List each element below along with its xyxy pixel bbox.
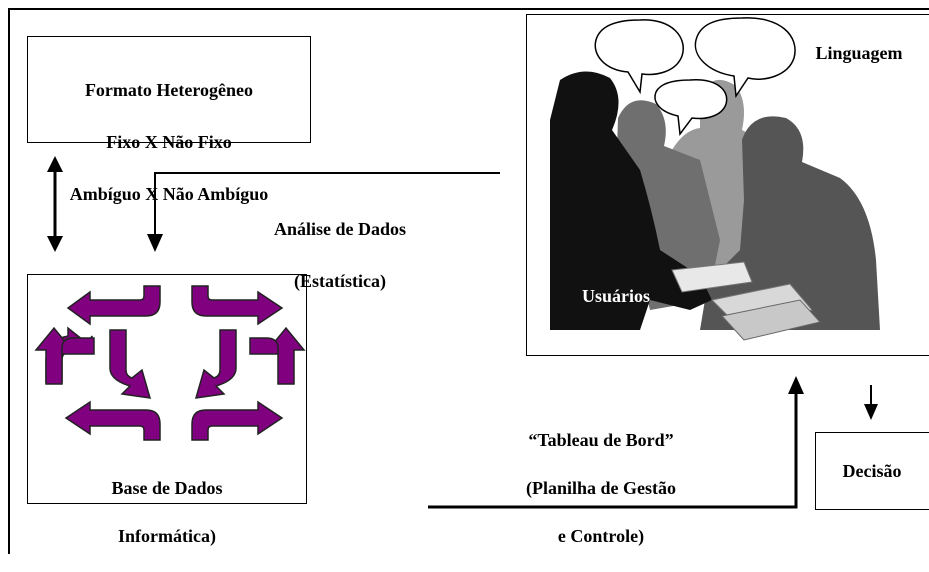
database-line-2: Informática) xyxy=(118,526,216,546)
language-label: Linguagem xyxy=(815,43,903,63)
circulating-arrows xyxy=(34,285,306,441)
analysis-line-2: (Estatística) xyxy=(294,271,386,291)
database-label: Base de Dados Informática) xyxy=(28,452,306,572)
tableau-line-3: e Controle) xyxy=(557,526,645,546)
database-line-1: Base de Dados xyxy=(111,478,223,498)
format-line-2: Fixo X Não Fixo xyxy=(106,132,232,152)
analysis-label: Análise de Dados (Estatística) xyxy=(240,190,440,320)
format-box: Formato Heterogêneo Fixo X Não Fixo Ambí… xyxy=(27,36,311,204)
tableau-line-2: (Planilha de Gestão xyxy=(525,478,676,498)
double-arrow xyxy=(47,156,63,252)
tableau-arrow xyxy=(428,376,804,509)
outer-frame-top xyxy=(8,8,929,10)
format-line-1: Formato Heterogêneo xyxy=(84,80,254,100)
analysis-arrow xyxy=(147,172,500,252)
tableau-line-1: “Tableau de Bord” xyxy=(528,430,674,450)
diagram-graphics xyxy=(34,17,880,509)
decision-label: Decisão xyxy=(842,461,902,481)
tableau-label: “Tableau de Bord” (Planilha de Gestão e … xyxy=(486,404,716,572)
users-label: Usuários xyxy=(581,286,650,306)
analysis-line-1: Análise de Dados xyxy=(273,219,407,239)
decision-box xyxy=(815,432,929,510)
outer-frame-left xyxy=(8,8,10,554)
decision-arrow xyxy=(864,385,878,420)
people-silhouettes xyxy=(550,71,880,341)
speech-bubbles xyxy=(594,17,796,136)
